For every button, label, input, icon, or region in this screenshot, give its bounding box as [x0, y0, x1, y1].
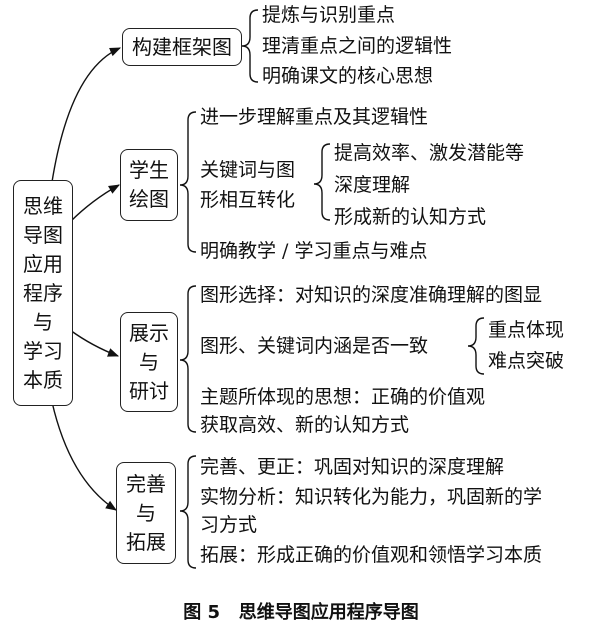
- branch-4-item: 拓展：形成正确的价值观和领悟学习本质: [200, 544, 543, 566]
- brace-sub-3: [467, 317, 485, 375]
- branch-2-sub-item: 提高效率、激发潜能等: [334, 142, 525, 164]
- branch-2-sub-label: 形相互转化: [200, 189, 296, 211]
- root-line: 学习: [23, 338, 63, 363]
- arrow-to-branch-1: [51, 47, 122, 183]
- branch-3-item: 图形选择：对知识的深度准确理解的图显: [200, 284, 543, 306]
- branch-2-sub-item: 形成新的认知方式: [334, 206, 487, 228]
- brace-branch-4: [179, 455, 197, 569]
- brace-branch-3: [179, 285, 197, 433]
- root-line: 导图: [23, 222, 63, 247]
- root-line: 思维: [23, 193, 63, 218]
- branch-node-display-discussion: 展示 与 研讨: [120, 312, 178, 412]
- branch-1-item: 理清重点之间的逻辑性: [262, 35, 453, 57]
- branch-2-sub-item: 深度理解: [334, 174, 411, 196]
- arrow-to-branch-2: [69, 184, 120, 223]
- branch-3-item: 主题所体现的思想：正确的价值观: [200, 386, 486, 408]
- branch-2-item: 进一步理解重点及其逻辑性: [200, 106, 429, 128]
- branch-4-item: 完善、更正：巩固对知识的深度理解: [200, 456, 505, 478]
- branch-node-student-drawing: 学生 绘图: [120, 149, 178, 221]
- root-line: 本质: [23, 367, 63, 392]
- branch-1-item: 提炼与识别重点: [262, 4, 396, 26]
- branch-2-sub-label: 关键词与图: [200, 159, 296, 181]
- root-line: 程序: [23, 280, 63, 305]
- branch-node-improve-expand: 完善 与 拓展: [116, 462, 176, 564]
- arrow-to-branch-3: [69, 329, 120, 357]
- branch-3-sub-label: 图形、关键词内涵是否一致: [200, 335, 429, 357]
- branch-2-item: 明确教学 / 学习重点与难点: [200, 240, 428, 262]
- branch-3-item: 获取高效、新的认知方式: [200, 414, 410, 436]
- root-line: 与: [33, 309, 53, 334]
- figure-caption: 图 5 思维导图应用程序导图: [183, 602, 419, 623]
- branch-node-build-framework: 构建框架图: [122, 28, 242, 66]
- brace-branch-1: [241, 9, 259, 83]
- branch-3-sub-item: 难点突破: [488, 350, 565, 372]
- brace-sub-2: [313, 143, 331, 221]
- arrow-to-branch-4: [51, 401, 117, 511]
- branch-4-item: 实物分析：知识转化为能力，巩固新的学: [200, 486, 543, 508]
- root-line: 应用: [23, 251, 63, 276]
- brace-branch-2: [179, 111, 197, 253]
- root-node: 思维 导图 应用 程序 与 学习 本质: [13, 180, 73, 406]
- branch-1-item: 明确课文的核心思想: [262, 65, 434, 87]
- branch-4-item: 习方式: [200, 514, 258, 536]
- branch-3-sub-item: 重点体现: [488, 319, 565, 341]
